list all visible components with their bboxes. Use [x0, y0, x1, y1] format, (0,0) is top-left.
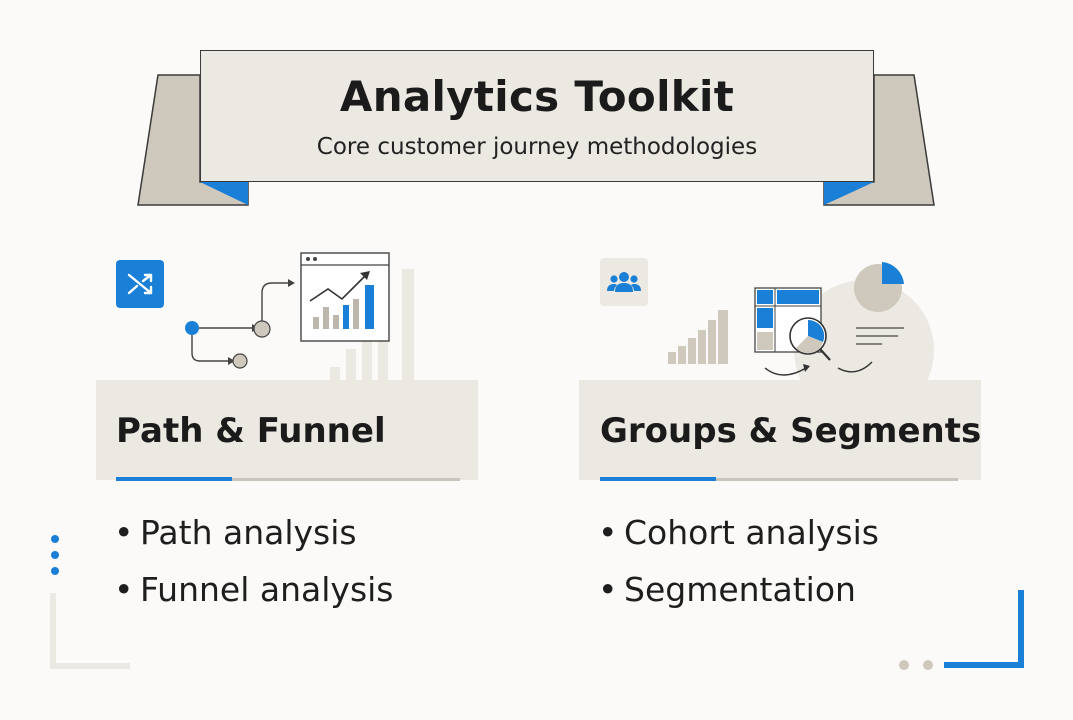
list-item: •Funnel analysis [114, 570, 394, 609]
section-card-groups-segments [579, 380, 981, 480]
bg-bar [402, 269, 414, 385]
bg-bar [330, 367, 340, 385]
list-item: •Path analysis [114, 513, 357, 552]
section-underline [116, 478, 460, 481]
banner-panel [200, 50, 874, 182]
page-title: Analytics Toolkit [339, 72, 735, 121]
corner-decoration-right [899, 590, 1024, 670]
flow-node [232, 353, 248, 369]
flow-node [253, 320, 271, 338]
banner-right-fold [824, 182, 874, 205]
start-node [185, 321, 199, 335]
section-underline-accent [600, 477, 716, 481]
segments-illustration [668, 262, 934, 390]
users-icon [600, 258, 648, 306]
section-underline [600, 478, 958, 481]
bg-bar [362, 329, 372, 385]
bg-bar [346, 349, 356, 385]
list-item: •Cohort analysis [598, 513, 879, 552]
bg-circle [794, 280, 934, 390]
corner-decoration-left [50, 535, 130, 669]
list-item: •Segmentation [598, 570, 856, 609]
section-title-path-funnel: Path & Funnel [116, 411, 386, 451]
shuffle-icon [116, 260, 164, 308]
section-title-groups-segments: Groups & Segments [600, 411, 982, 451]
bullet-dot: • [598, 513, 618, 552]
bullet-dot: • [114, 513, 134, 552]
path-flow-illustration [185, 252, 414, 385]
banner-left-fold [200, 182, 248, 205]
page-subtitle: Core customer journey methodologies [316, 134, 758, 160]
bullet-dot: • [114, 570, 134, 609]
bullet-dot: • [598, 570, 618, 609]
section-underline-accent [116, 477, 232, 481]
bg-bar [378, 303, 388, 385]
section-card-path-funnel [96, 380, 478, 480]
